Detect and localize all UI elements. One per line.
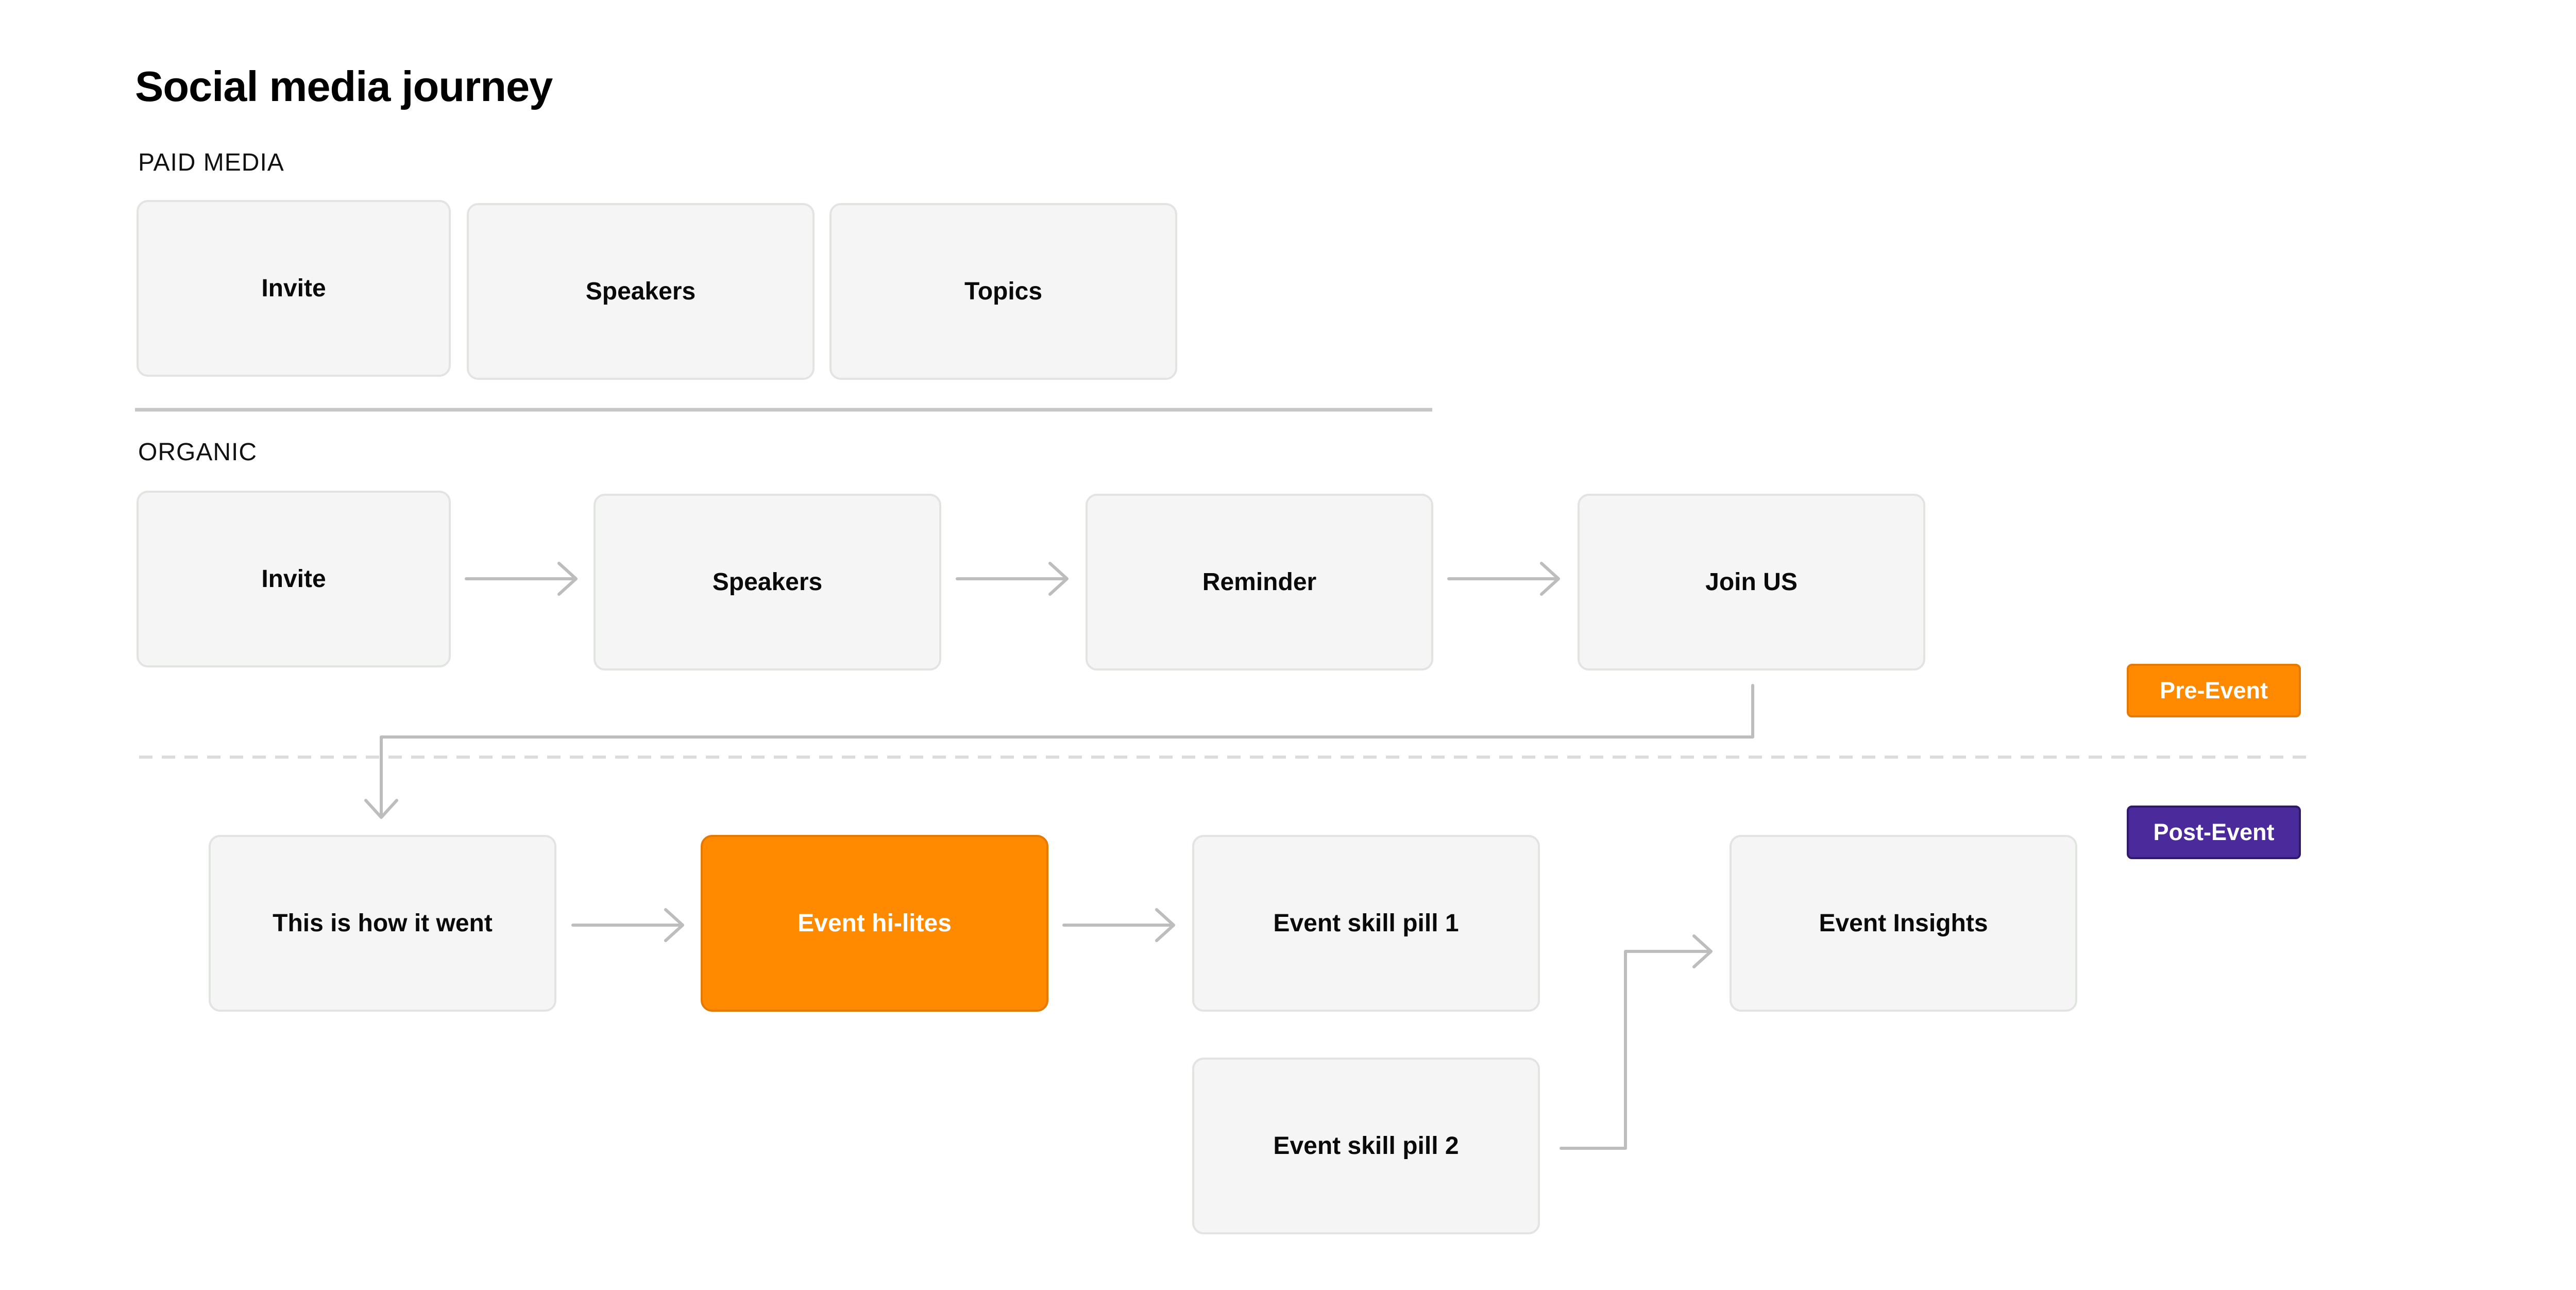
- section-label-organic: ORGANIC: [138, 439, 258, 466]
- pre-event-badge: Pre-Event: [2127, 664, 2301, 717]
- post-event-step-event-hilites[interactable]: Event hi-lites: [701, 835, 1048, 1012]
- post-event-step-event-insights[interactable]: Event Insights: [1730, 835, 2077, 1012]
- arrow-how-it-went-hilites: [571, 908, 684, 942]
- post-event-step-how-it-went[interactable]: This is how it went: [209, 835, 556, 1012]
- arrow-organic-reminder-joinus: [1447, 562, 1560, 596]
- paid-media-step-speakers[interactable]: Speakers: [467, 203, 815, 380]
- organic-step-speakers[interactable]: Speakers: [594, 494, 941, 671]
- organic-step-invite[interactable]: Invite: [137, 491, 451, 667]
- paid-media-step-topics[interactable]: Topics: [829, 203, 1177, 380]
- organic-step-join-us[interactable]: Join US: [1578, 494, 1925, 671]
- post-event-step-skill-pill-1[interactable]: Event skill pill 1: [1192, 835, 1540, 1012]
- page-title: Social media journey: [135, 62, 553, 110]
- arrow-skill-pill-2-insights: [1560, 934, 1713, 1150]
- arrow-organic-invite-speakers: [465, 562, 578, 596]
- arrow-joinus-to-how-it-went: [364, 684, 1754, 819]
- paid-media-step-invite[interactable]: Invite: [137, 200, 451, 377]
- section-label-paid-media: PAID MEDIA: [138, 149, 284, 176]
- arrow-organic-speakers-reminder: [956, 562, 1069, 596]
- organic-step-reminder[interactable]: Reminder: [1086, 494, 1433, 671]
- post-event-step-skill-pill-2[interactable]: Event skill pill 2: [1192, 1058, 1540, 1234]
- post-event-badge: Post-Event: [2127, 806, 2301, 859]
- arrow-hilites-skill-pill-1: [1062, 908, 1175, 942]
